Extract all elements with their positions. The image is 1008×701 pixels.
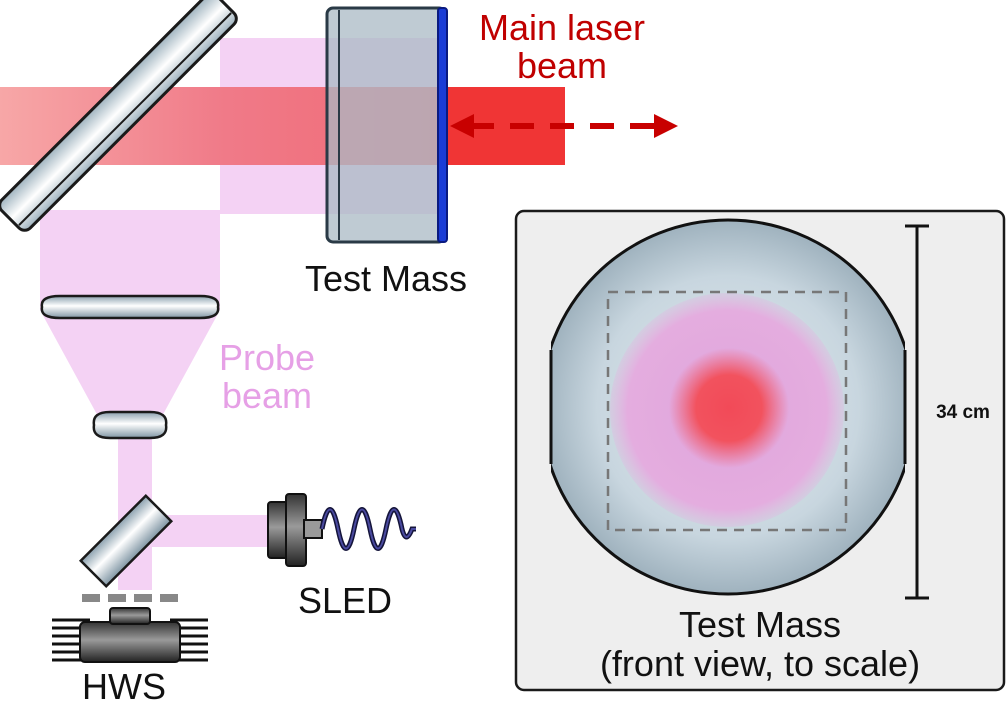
test-mass-side-label: Test Mass xyxy=(305,258,467,299)
probe-beam-label-1: Probe xyxy=(219,337,315,378)
large-lens xyxy=(40,294,220,320)
small-lens xyxy=(92,410,168,440)
dimension-bar xyxy=(905,224,929,600)
main-laser-label-2: beam xyxy=(517,45,607,86)
beam-splitter-mirror xyxy=(0,0,238,232)
sled-source xyxy=(267,493,416,567)
pickoff-mirror xyxy=(78,493,174,589)
sled-label: SLED xyxy=(298,580,392,621)
hws-sensor xyxy=(52,594,208,663)
test-mass-side xyxy=(325,6,448,244)
probe-beam-label-2: beam xyxy=(222,375,312,416)
hws-label: HWS xyxy=(82,666,166,701)
front-view-label-2: (front view, to scale) xyxy=(600,643,920,684)
main-beam-spot xyxy=(669,348,789,468)
beam-motion-arrow xyxy=(450,114,678,138)
dimension-label: 34 cm xyxy=(936,402,990,423)
front-view-label-1: Test Mass xyxy=(679,604,841,645)
sensor-field-of-view xyxy=(606,290,848,532)
main-laser-label-1: Main laser xyxy=(479,7,645,48)
